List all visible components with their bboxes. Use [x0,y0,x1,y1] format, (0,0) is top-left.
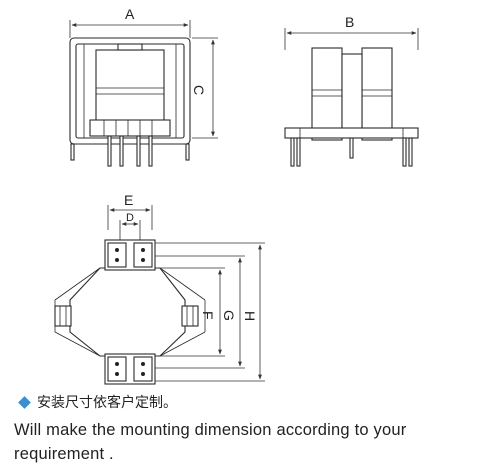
dim-label-d: D [126,212,134,224]
front-pins [70,135,190,167]
dim-label-f: F [200,311,216,320]
transformer-dimension-drawing: A C [54,6,419,385]
dim-label-h: H [242,311,258,321]
dim-label-c: C [191,85,207,95]
diamond-bullet-icon [18,395,31,409]
front-view: A C [69,6,218,167]
dim-label-b: B [345,14,354,30]
caption: 安装尺寸依客户定制。 Will make the mounting dimens… [14,392,494,466]
dim-label-g: G [221,310,237,321]
side-view: B [284,14,419,167]
footprint-view: E D [54,192,265,385]
caption-english-line-1: Will make the mounting dimension accordi… [14,421,407,439]
caption-english-text: Will make the mounting dimension accordi… [14,418,494,466]
caption-chinese-line: 安装尺寸依客户定制。 [14,392,494,412]
caption-chinese-text: 安装尺寸依客户定制。 [37,395,177,411]
side-pins [290,137,413,167]
dim-label-a: A [125,6,135,22]
caption-english-line-2: requirement . [14,445,114,463]
dim-label-e: E [124,192,133,208]
